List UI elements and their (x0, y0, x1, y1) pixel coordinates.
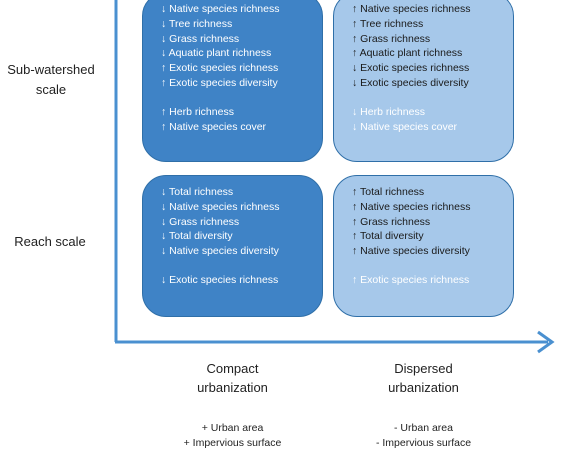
col-label-dispersed: Dispersed urbanization (351, 359, 496, 397)
box-line: ↑ Total diversity (352, 230, 424, 243)
box-subwatershed-dispersed: ↑ Native species richness ↑ Tree richnes… (333, 0, 514, 162)
box-line: ↑ Native species richness (352, 3, 471, 15)
box-line: ↑ Aquatic plant richness (352, 47, 463, 60)
box-line: ↓ Grass richness (161, 215, 240, 228)
box-subwatershed-dispersed-group1: ↑ Native species richness ↑ Tree richnes… (352, 2, 513, 91)
box-line: ↓ Total diversity (161, 230, 233, 243)
col-desc-compact-line2: + Impervious surface (183, 437, 282, 449)
col-desc-compact-line1: + Urban area (201, 422, 264, 434)
box-line: ↑ Exotic species richness (352, 273, 470, 286)
box-line: ↓ Total richness (161, 186, 234, 198)
box-line: ↑ Total richness (352, 186, 425, 198)
box-line: ↑ Native species richness (352, 200, 471, 213)
col-desc-dispersed-line2: - Impervious surface (375, 437, 472, 449)
box-reach-compact: ↓ Total richness ↓ Native species richne… (142, 175, 323, 317)
box-reach-compact-group1: ↓ Total richness ↓ Native species richne… (161, 185, 322, 259)
row-label-subwatershed: Sub-watershed scale (0, 60, 102, 100)
row-label-subwatershed-line2: scale (35, 82, 67, 97)
box-line: ↓ Native species diversity (161, 245, 279, 258)
box-line: ↑ Grass richness (352, 215, 431, 228)
box-line: ↓ Grass richness (161, 32, 240, 45)
box-line: ↓ Native species cover (352, 120, 458, 133)
col-desc-dispersed-line1: - Urban area (394, 422, 453, 434)
row-label-reach-text: Reach scale (14, 234, 86, 249)
box-line: ↓ Native species richness (161, 200, 280, 213)
box-reach-dispersed-group2: ↑ Exotic species richness (352, 273, 513, 288)
box-line: ↓ Exotic species richness (161, 273, 279, 286)
box-line: ↓ Exotic species diversity (352, 76, 469, 89)
box-line: ↑ Grass richness (352, 32, 431, 45)
box-subwatershed-compact: ↓ Native species richness ↓ Tree richnes… (142, 0, 323, 162)
col-label-compact-line2: urbanization (197, 380, 268, 395)
col-label-compact-line1: Compact (206, 361, 259, 376)
x-axis-arrowhead (537, 330, 555, 354)
col-label-compact: Compact urbanization (160, 359, 305, 397)
box-reach-dispersed-group1: ↑ Total richness ↑ Native species richne… (352, 185, 513, 259)
col-label-dispersed-line1: Dispersed (394, 361, 453, 376)
box-line: ↓ Exotic species richness (352, 62, 470, 75)
box-line: ↑ Exotic species diversity (161, 76, 278, 89)
box-reach-compact-group2: ↓ Exotic species richness (161, 273, 322, 288)
box-line: ↓ Aquatic plant richness (161, 47, 272, 60)
box-subwatershed-compact-group1: ↓ Native species richness ↓ Tree richnes… (161, 2, 322, 91)
col-label-dispersed-line2: urbanization (388, 380, 459, 395)
box-line: ↓ Native species richness (161, 3, 280, 15)
col-desc-dispersed: - Urban area - Impervious surface (341, 421, 506, 451)
row-label-reach: Reach scale (0, 232, 100, 252)
box-subwatershed-compact-group2: ↑ Herb richness ↑ Native species cover (161, 105, 322, 135)
box-line: ↑ Exotic species richness (161, 62, 279, 75)
box-subwatershed-dispersed-group2: ↓ Herb richness ↓ Native species cover (352, 105, 513, 135)
box-line: ↓ Tree richness (161, 17, 233, 30)
box-line: ↑ Herb richness (161, 105, 234, 118)
row-label-subwatershed-line1: Sub-watershed (7, 62, 95, 77)
box-line: ↑ Native species cover (161, 120, 267, 133)
box-line: ↑ Tree richness (352, 17, 424, 30)
box-line: ↓ Herb richness (352, 105, 425, 118)
box-line: ↑ Native species diversity (352, 245, 470, 258)
col-desc-compact: + Urban area + Impervious surface (150, 421, 315, 451)
box-reach-dispersed: ↑ Total richness ↑ Native species richne… (333, 175, 514, 317)
